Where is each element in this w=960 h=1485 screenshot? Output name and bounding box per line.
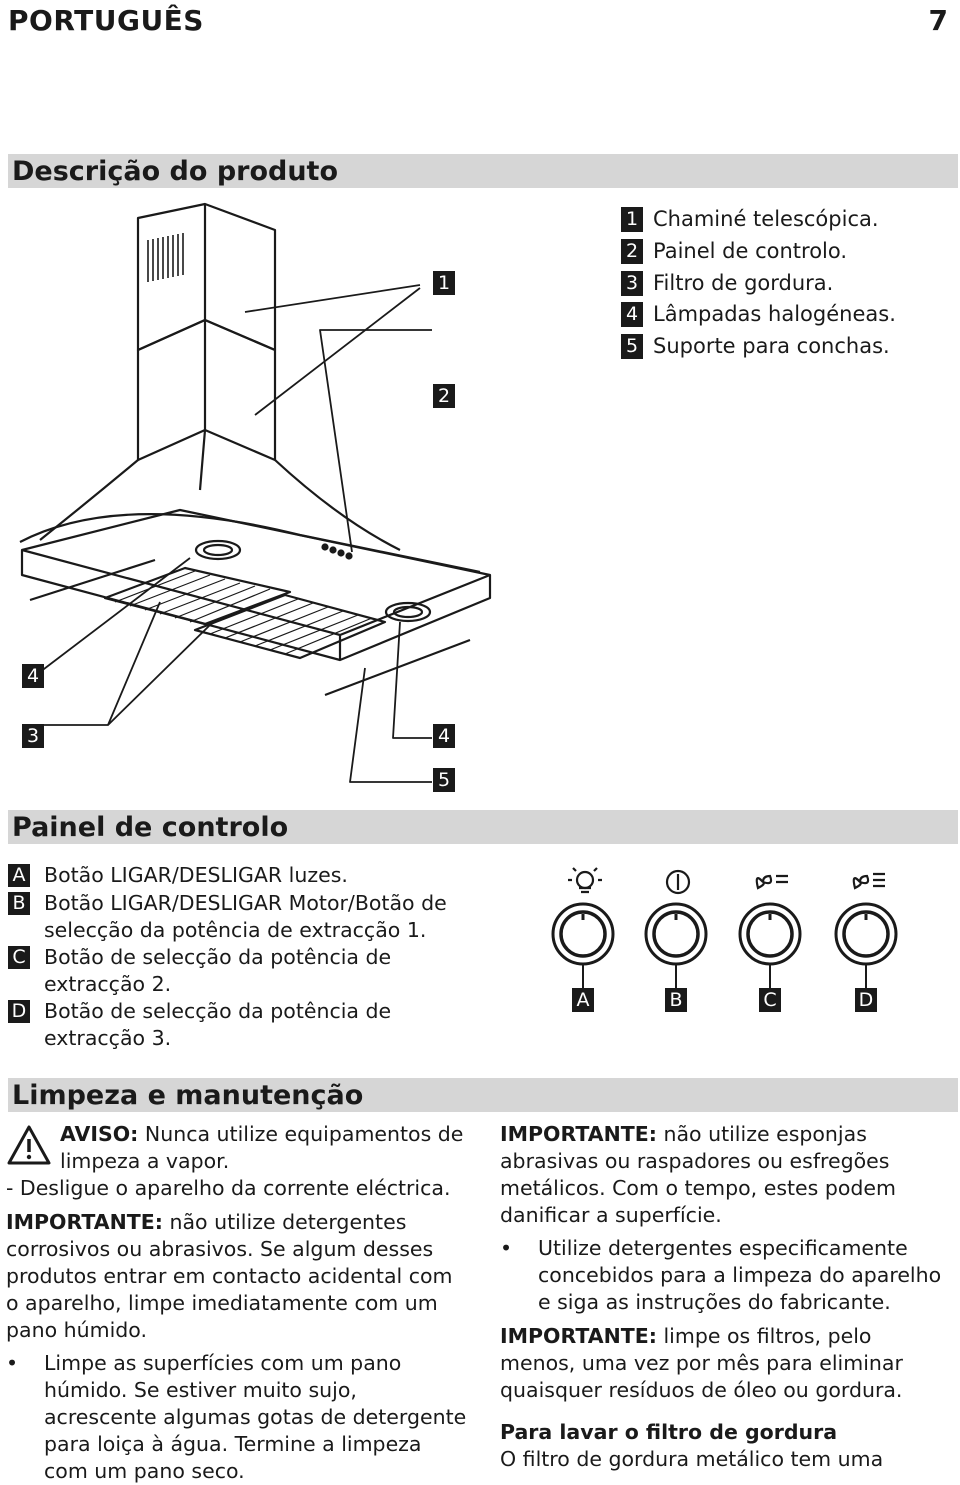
control-knobs bbox=[551, 867, 898, 988]
callout-3: 3 bbox=[22, 724, 44, 748]
callout-4b: 4 bbox=[433, 724, 455, 748]
section-heading-description: Descrição do produto bbox=[8, 154, 958, 188]
section-title: Descrição do produto bbox=[12, 156, 339, 187]
knob-label-d: D bbox=[855, 988, 877, 1012]
section-heading-control-panel: Painel de controlo bbox=[8, 810, 958, 844]
warning-paragraph: AVISO: Nunca utilize equipamentos de lim… bbox=[60, 1122, 464, 1173]
filter-paragraph: O filtro de gordura metálico tem uma bbox=[500, 1447, 884, 1471]
legend-item: 4 Lâmpadas halogéneas. bbox=[621, 298, 896, 330]
page-number: 7 bbox=[928, 4, 948, 37]
knob-label-b: B bbox=[665, 988, 687, 1012]
disconnect-paragraph: - Desligue o aparelho da corrente eléctr… bbox=[6, 1176, 451, 1200]
list-item: •Utilize detergentes especificamente con… bbox=[500, 1236, 942, 1314]
light-icon bbox=[568, 867, 602, 894]
power-icon bbox=[665, 869, 691, 895]
section-heading-cleaning: Limpeza e manutenção bbox=[8, 1078, 958, 1112]
list-item: •Limpe as superfícies com um pano húmido… bbox=[6, 1351, 467, 1483]
warning-icon bbox=[7, 1125, 51, 1165]
important-paragraph: IMPORTANTE: não utilize esponjas abrasiv… bbox=[500, 1122, 896, 1227]
legend-item: 5 Suporte para conchas. bbox=[621, 330, 890, 362]
section-title: Painel de controlo bbox=[12, 812, 289, 843]
callout-1: 1 bbox=[433, 271, 455, 295]
callout-5: 5 bbox=[433, 768, 455, 792]
control-item: A Botão LIGAR/DESLIGAR luzes. bbox=[8, 862, 474, 889]
callout-2: 2 bbox=[433, 384, 455, 408]
control-item: C Botão de selecção da potência de extra… bbox=[8, 944, 414, 998]
callout-4: 4 bbox=[22, 664, 44, 688]
control-item: D Botão de selecção da potência de extra… bbox=[8, 998, 414, 1052]
legend-item: 1 Chaminé telescópica. bbox=[621, 203, 879, 235]
hood-diagram bbox=[19, 202, 492, 783]
section-title: Limpeza e manutenção bbox=[12, 1080, 364, 1111]
filter-heading: Para lavar o filtro de gordura bbox=[500, 1420, 838, 1444]
legend-item: 2 Painel de controlo. bbox=[621, 235, 847, 267]
section-language: PORTUGUÊS bbox=[8, 4, 204, 37]
important-paragraph: IMPORTANTE: não utilize detergentes corr… bbox=[6, 1210, 453, 1342]
legend-item: 3 Filtro de gordura. bbox=[621, 267, 833, 299]
fan-speed-2-icon bbox=[755, 874, 788, 890]
control-item: B Botão LIGAR/DESLIGAR Motor/Botão de se… bbox=[8, 890, 474, 944]
fan-speed-3-icon bbox=[852, 872, 885, 890]
knob-label-c: C bbox=[759, 988, 781, 1012]
knob-label-a: A bbox=[572, 988, 594, 1012]
important-paragraph: IMPORTANTE: limpe os filtros, pelo menos… bbox=[500, 1324, 903, 1402]
